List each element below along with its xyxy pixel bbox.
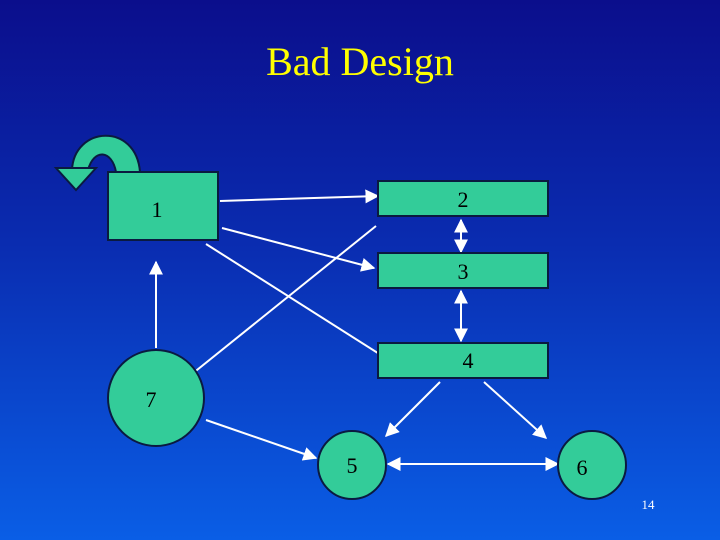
node-4-label: 4 — [462, 348, 474, 373]
node-5-label: 5 — [346, 453, 358, 478]
page-number: 14 — [641, 497, 655, 512]
slide-title: Bad Design — [266, 39, 454, 84]
edge-1-2 — [219, 189, 380, 204]
node-4-box — [377, 342, 549, 379]
edge-1-4 — [205, 243, 394, 363]
node-3-box — [377, 252, 549, 289]
self-loop-arrow — [53, 134, 142, 192]
node-6-circle — [557, 430, 627, 500]
edge-4-6 — [483, 381, 548, 439]
edge-1-3 — [221, 227, 376, 272]
node-1-label: 1 — [151, 197, 163, 222]
edge-7-5 — [205, 419, 318, 461]
node-7-label: 7 — [145, 387, 157, 412]
node-1-box — [107, 171, 219, 241]
node-6-label: 6 — [576, 455, 588, 480]
node-2-label: 2 — [457, 187, 469, 212]
node-7-circle — [107, 349, 205, 447]
node-5-circle — [317, 430, 387, 500]
node-2-box — [377, 180, 549, 217]
edge-7-3 — [191, 225, 377, 375]
edge-4-5 — [385, 381, 441, 437]
node-3-label: 3 — [457, 259, 469, 284]
